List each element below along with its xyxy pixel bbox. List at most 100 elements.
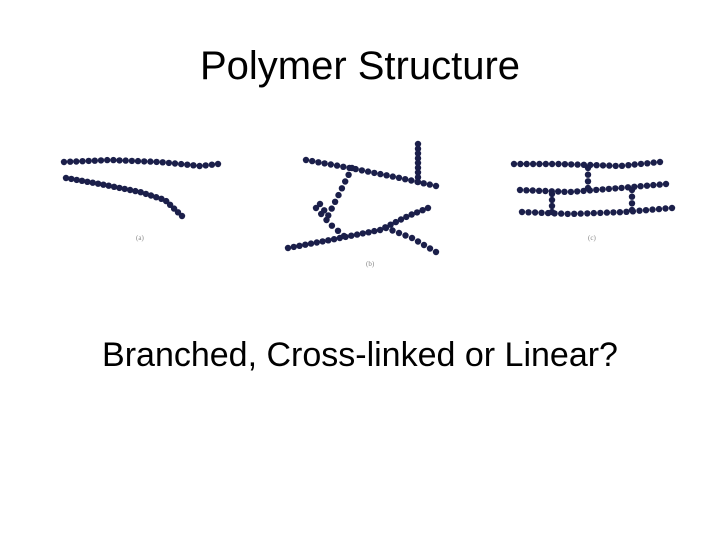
monomer-bead — [284, 244, 292, 252]
monomer-bead — [94, 180, 102, 187]
monomer-bead — [548, 160, 556, 168]
monomer-bead — [153, 158, 160, 166]
monomer-bead — [141, 158, 148, 165]
monomer-bead — [334, 227, 342, 234]
monomer-bead — [208, 161, 216, 168]
monomer-bead — [392, 218, 399, 226]
monomer-bead — [414, 238, 422, 245]
monomer-bead — [147, 192, 155, 199]
monomer-bead — [531, 209, 539, 216]
monomer-bead — [85, 157, 92, 165]
monomer-bead — [122, 157, 129, 164]
monomer-bead — [564, 210, 571, 218]
monomer-bead — [637, 183, 644, 190]
monomer-bead — [518, 208, 526, 216]
monomer-bead — [668, 204, 676, 212]
monomer-bead — [110, 183, 118, 190]
monomer-bead — [662, 205, 669, 212]
monomer-bead — [525, 209, 532, 216]
monomer-bead — [605, 185, 613, 193]
monomer-bead — [408, 211, 415, 218]
monomer-bead — [312, 204, 320, 212]
monomer-bead — [325, 237, 332, 244]
monomer-bead — [359, 230, 366, 237]
monomer-bead — [548, 208, 556, 216]
monomer-bead — [536, 160, 543, 168]
monomer-bead — [389, 173, 396, 180]
monomer-bead — [383, 172, 390, 179]
monomer-bead — [432, 182, 440, 190]
monomer-bead — [599, 162, 607, 169]
monomer-bead — [290, 243, 297, 251]
monomer-bead — [637, 160, 645, 168]
monomer-bead — [328, 222, 336, 229]
panel-c-label: (c) — [588, 234, 596, 242]
cross-linked-polymer-panel — [510, 158, 676, 218]
monomer-bead — [414, 159, 422, 167]
monomer-bead — [628, 193, 636, 200]
panel-a-label: (a) — [136, 234, 144, 242]
monomer-bead — [302, 156, 310, 164]
monomer-bead — [132, 187, 139, 195]
monomer-bead — [128, 157, 136, 165]
monomer-bead — [628, 206, 636, 214]
monomer-bead — [382, 224, 390, 232]
monomer-bead — [116, 184, 123, 192]
monomer-bead — [147, 158, 154, 165]
monomer-bead — [606, 162, 613, 169]
monomer-bead — [584, 171, 592, 178]
polymer-diagrams: (a) (b) (c) — [60, 140, 676, 268]
monomer-bead — [426, 245, 434, 252]
monomer-bead — [636, 207, 643, 214]
monomer-bead — [323, 216, 330, 224]
linear-polymer-panel — [60, 156, 222, 220]
monomer-bead — [612, 162, 619, 170]
monomer-bead — [610, 209, 617, 216]
monomer-bead — [214, 160, 222, 168]
monomer-bead — [584, 184, 592, 192]
monomer-bead — [597, 209, 604, 217]
monomer-bead — [78, 177, 86, 184]
monomer-bead — [568, 161, 575, 168]
monomer-bead — [561, 188, 568, 195]
monomer-bead — [567, 188, 575, 196]
monomer-bead — [414, 140, 422, 148]
monomer-bead — [529, 160, 537, 168]
monomer-bead — [561, 161, 569, 168]
monomer-bead — [414, 164, 422, 171]
monomer-bead — [650, 159, 657, 166]
monomer-bead — [389, 227, 396, 234]
monomer-bead — [414, 155, 422, 162]
monomer-bead — [91, 157, 99, 164]
monomer-bead — [166, 201, 174, 208]
monomer-bead — [517, 160, 524, 168]
monomer-bead — [371, 227, 378, 235]
monomer-bead — [618, 184, 625, 192]
monomer-bead — [656, 158, 664, 166]
monomer-bead — [313, 239, 320, 246]
monomer-bead — [159, 159, 166, 166]
monomer-bead — [395, 229, 403, 237]
monomer-bead — [165, 159, 173, 167]
monomer-bead — [420, 241, 428, 249]
monomer-bead — [364, 168, 372, 175]
monomer-bead — [121, 185, 128, 193]
monomer-bead — [623, 208, 630, 215]
monomer-bead — [555, 188, 562, 195]
monomer-bead — [84, 178, 91, 185]
monomer-bead — [67, 158, 74, 165]
monomer-bead — [387, 221, 394, 228]
monomer-bead — [196, 162, 203, 170]
monomer-bead — [190, 162, 197, 169]
monomer-bead — [353, 231, 361, 238]
monomer-bead — [345, 171, 352, 178]
monomer-bead — [116, 157, 123, 164]
monomer-bead — [97, 157, 105, 164]
monomer-bead — [593, 186, 600, 194]
monomer-bead — [650, 181, 657, 189]
monomer-bead — [571, 210, 578, 217]
panel-b-label: (b) — [366, 260, 375, 268]
monomer-bead — [348, 164, 356, 172]
monomer-bead — [510, 160, 518, 168]
monomer-bead — [318, 210, 325, 218]
